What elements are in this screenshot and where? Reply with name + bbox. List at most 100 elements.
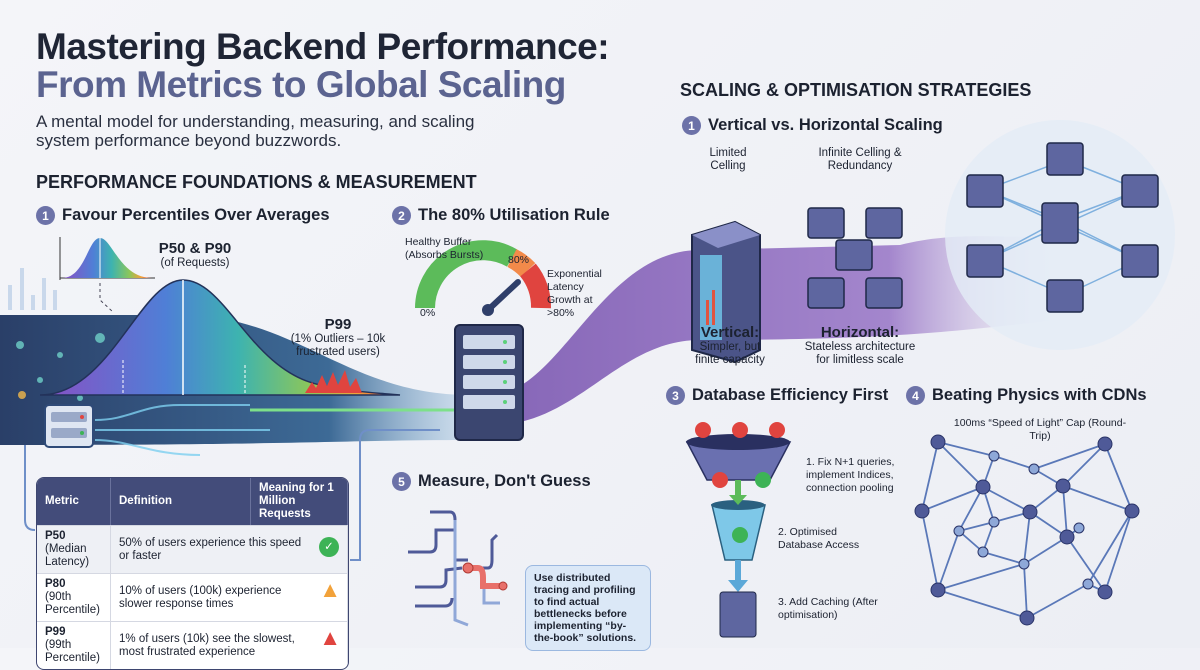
step-number: 3 — [666, 386, 685, 405]
server-icon-small — [44, 404, 94, 448]
percentiles-title: Favour Percentiles Over Averages — [62, 206, 330, 224]
cdn-link — [921, 510, 939, 591]
cdn-node — [914, 503, 930, 519]
p99-outlier-spikes — [305, 370, 362, 393]
step-number: 5 — [392, 472, 411, 491]
cdn-link — [1062, 443, 1106, 487]
cdn-node — [1073, 522, 1085, 534]
cdn-node — [1019, 610, 1035, 626]
cdn-link — [937, 530, 960, 591]
title-line-2: From Metrics to Global Scaling — [36, 64, 566, 105]
db-step-2: 2. Optimised Database Access — [778, 526, 860, 551]
gauge-80-label: 80% — [508, 254, 530, 266]
p50-label: P50 & P90(of Requests) — [158, 240, 232, 269]
table-row: P80(90th Percentile)10% of users (100k) … — [37, 573, 348, 621]
cdn-link — [937, 589, 1028, 619]
cdn-link — [1023, 511, 1031, 565]
cdn-link — [1104, 443, 1133, 512]
cdn-node — [930, 434, 946, 450]
cdn-link — [958, 486, 984, 532]
step-number: 2 — [392, 206, 411, 225]
col-definition: Definition — [111, 478, 251, 525]
cdn-node — [930, 582, 946, 598]
cdn-node — [1097, 436, 1113, 452]
cdn-link — [1026, 583, 1089, 619]
buffer-label: Healthy Buffer (Absorbs Bursts) — [405, 236, 484, 261]
alert-icon: ▲ — [319, 625, 341, 650]
measure-title: Measure, Don't Guess — [418, 472, 591, 490]
table-row: P50(Median Latency)50% of users experien… — [37, 525, 348, 573]
cdn-link — [1023, 563, 1028, 619]
cdn-link — [993, 455, 1035, 470]
title-line-1: Mastering Backend Performance: — [36, 26, 610, 67]
cdn-node — [1059, 529, 1075, 545]
cdn-title: Beating Physics with CDNs — [932, 386, 1147, 404]
cdn-node — [975, 479, 991, 495]
cdn-link — [982, 486, 1031, 513]
cdn-link — [921, 486, 984, 512]
cdn-node — [977, 546, 989, 558]
vertical-server-icon — [691, 220, 761, 364]
utilisation-title: The 80% Utilisation Rule — [418, 206, 610, 224]
cdn-heading: 4 Beating Physics with CDNs — [906, 386, 1147, 405]
cdn-link — [1062, 485, 1068, 538]
infinite-ceiling-label: Infinite Celling & Redundancy — [818, 147, 902, 172]
cdn-link — [958, 521, 995, 532]
utilisation-gauge — [415, 240, 551, 316]
cdn-link — [1066, 536, 1106, 593]
subtitle: A mental model for understanding, measur… — [36, 112, 475, 150]
cdn-node — [1022, 504, 1038, 520]
cdn-link — [1033, 443, 1106, 470]
funnel-icon — [685, 434, 792, 638]
vh-heading: 1 Vertical vs. Horizontal Scaling — [682, 116, 943, 135]
cdn-link — [921, 441, 939, 512]
bottleneck-path — [468, 565, 503, 589]
gauge-0-label: 0% — [420, 307, 436, 319]
cdn-link — [937, 441, 984, 488]
tracing-callout: Use distributed tracing and profiling to… — [525, 565, 651, 651]
step-number: 4 — [906, 386, 925, 405]
purple-flow-band — [490, 235, 1060, 425]
cdn-node — [1097, 584, 1113, 600]
step-number: 1 — [682, 116, 701, 135]
db-step-1: 1. Fix N+1 queries, implement Indices, c… — [806, 456, 895, 494]
server-rack-icon — [454, 324, 524, 441]
horizontal-server-cubes — [807, 207, 903, 309]
cdn-link — [982, 551, 1025, 565]
utilisation-heading: 2 The 80% Utilisation Rule — [392, 206, 610, 225]
db-step-3: 3. Add Caching (After optimisation) — [778, 596, 878, 621]
cdn-link — [937, 563, 1025, 591]
mini-distribution-chart — [59, 237, 155, 313]
cdn-node — [988, 450, 1000, 462]
cdn-link — [1087, 510, 1133, 585]
scaling-heading: SCALING & OPTIMISATION STRATEGIES — [680, 80, 1032, 100]
vertical-label: Vertical:Simpler, but finite capacity — [695, 324, 765, 366]
cdn-node — [1124, 503, 1140, 519]
bar-ticks — [8, 268, 57, 310]
cdn-network — [914, 434, 1140, 626]
measure-heading: 5 Measure, Don't Guess — [392, 472, 591, 491]
check-icon: ✓ — [319, 537, 339, 557]
limited-ceiling-label: Limited Celling — [709, 147, 747, 172]
p99-label: P99(1% Outliers – 10k frustrated users) — [290, 316, 386, 358]
cdn-node — [1055, 478, 1071, 494]
cdn-node — [1082, 578, 1094, 590]
horizontal-label: Horizontal:Stateless architecture for li… — [804, 324, 916, 366]
trace-graph — [408, 510, 500, 627]
foundations-heading: PERFORMANCE FOUNDATIONS & MEASUREMENT — [36, 172, 477, 192]
col-meaning: Meaning for 1 Million Requests — [251, 478, 348, 525]
cdn-link — [1062, 485, 1133, 512]
cdn-node — [953, 525, 965, 537]
cdn-node — [988, 516, 1000, 528]
col-metric: Metric — [37, 478, 111, 525]
db-title: Database Efficiency First — [692, 386, 889, 404]
cdn-link — [1104, 510, 1133, 593]
vh-title: Vertical vs. Horizontal Scaling — [708, 116, 943, 134]
cdn-link — [937, 441, 995, 457]
growth-label: Exponential Latency Growth at >80% — [547, 268, 602, 319]
cdn-cap-label: 100ms “Speed of Light” Cap (Round-Trip) — [953, 417, 1127, 442]
infographic-artwork — [0, 120, 1175, 638]
cdn-node — [1028, 463, 1040, 475]
